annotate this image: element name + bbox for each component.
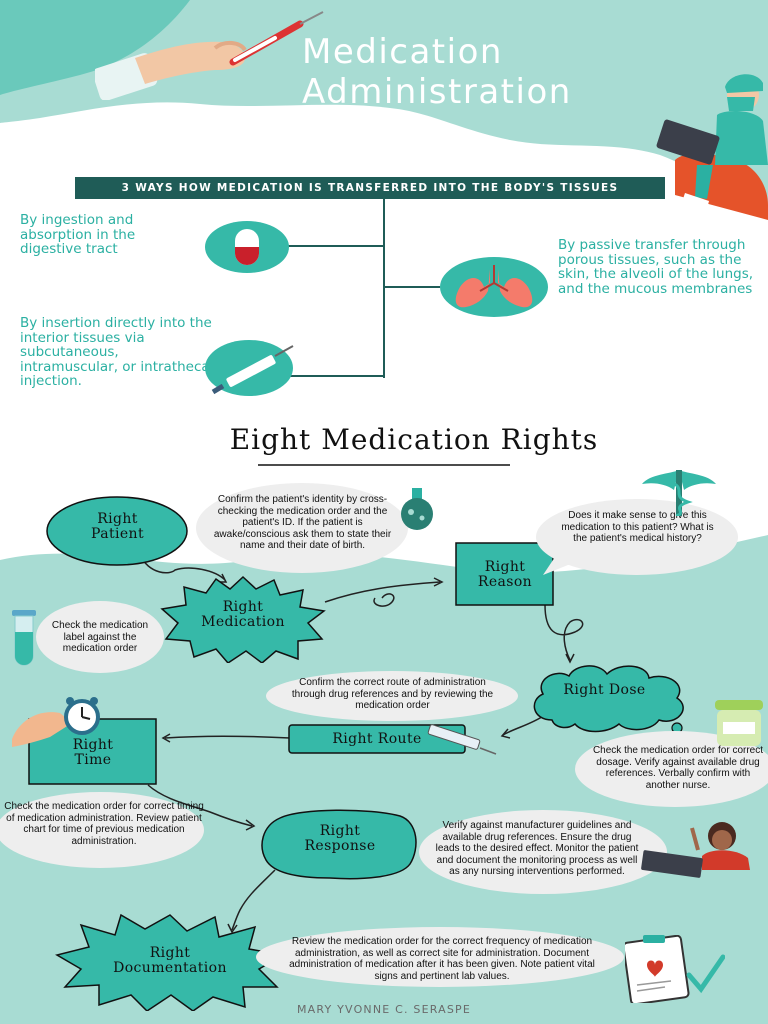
right-documentation-label: Right Documentation — [55, 946, 285, 976]
time-note-bubble — [0, 792, 204, 868]
documentation-note-bubble — [256, 927, 624, 987]
right-route-label: Right Route — [332, 731, 422, 747]
right-response-label: Right Response — [260, 824, 420, 854]
syringe-icon — [205, 340, 294, 396]
test-tube-icon — [12, 610, 36, 666]
title-line-1: Medication — [302, 32, 503, 72]
medication-note: Check the medication label against the m… — [51, 620, 149, 654]
right-reason-line2: Reason — [477, 574, 533, 590]
right-route-shape — [288, 724, 497, 755]
person-laptop-icon — [641, 822, 750, 878]
nurse-laptop-illustration — [656, 74, 768, 220]
right-medication-line1: Right — [222, 599, 264, 615]
right-medication-label: Right Medication — [158, 600, 328, 630]
right-patient-label: Right Patient — [45, 512, 190, 542]
right-response-shape — [261, 809, 417, 880]
dose-note: Check the medication order for correct d… — [592, 745, 764, 791]
patient-note: Confirm the patient's identity by cross-… — [213, 494, 392, 551]
way-insertion-text: By insertion directly into the interior … — [20, 315, 214, 389]
right-documentation-line2: Documentation — [113, 960, 227, 976]
clipboard-heart-icon — [625, 935, 725, 1003]
way-passive-text: By passive transfer through porous tissu… — [558, 237, 754, 297]
right-time-line2: Time — [74, 752, 112, 768]
reason-note: Does it make sense to give this medicati… — [561, 510, 714, 544]
hand-syringe-illustration — [95, 11, 324, 100]
way-ingestion-text: By ingestion and absorption in the diges… — [20, 212, 136, 257]
right-documentation-line1: Right — [149, 945, 191, 961]
rights-title: Eight Medication Rights — [229, 423, 599, 456]
reason-note-bubble — [536, 499, 738, 575]
right-medication-line2: Medication — [201, 614, 285, 630]
patient-note-bubble — [196, 483, 408, 573]
rights-flow-arrows — [139, 554, 584, 934]
right-dose-label: Right Dose — [563, 682, 646, 698]
right-patient-shape — [46, 496, 188, 566]
right-dose-shape — [533, 665, 684, 734]
route-note-bubble — [266, 671, 518, 721]
right-documentation-shape — [55, 913, 285, 1011]
medication-note-bubble — [36, 601, 164, 673]
right-reason-label: Right Reason — [455, 560, 555, 590]
right-response-line2: Response — [304, 838, 376, 854]
ways-connector-lines — [285, 199, 440, 378]
right-time-label: Right Time — [28, 738, 158, 768]
right-response-line1: Right — [319, 823, 361, 839]
pill-icon — [205, 221, 289, 273]
page-title: Medication Administration — [302, 32, 572, 112]
right-time-line1: Right — [72, 737, 114, 753]
right-reason-line1: Right — [484, 559, 526, 575]
title-underline — [258, 464, 510, 466]
ways-banner: 3 WAYS HOW MEDICATION IS TRANSFERRED INT… — [75, 177, 665, 199]
medical-cross-icon — [642, 470, 716, 516]
documentation-note: Review the medication order for the corr… — [289, 936, 595, 982]
title-line-2: Administration — [302, 72, 572, 112]
right-patient-line1: Right — [97, 511, 138, 527]
author-credit: MARY YVONNE C. SERASPE — [296, 1003, 472, 1016]
response-note: Verify against manufacturer guidelines a… — [435, 820, 639, 877]
route-note: Confirm the correct route of administrat… — [291, 677, 494, 711]
response-note-bubble — [419, 810, 667, 894]
dose-note-bubble — [575, 731, 768, 807]
time-note: Check the medication order for correct t… — [4, 801, 204, 847]
right-medication-shape — [160, 575, 326, 663]
flask-icon — [401, 488, 433, 530]
right-patient-line2: Patient — [91, 526, 144, 542]
right-reason-shape — [455, 542, 554, 606]
alarm-clock-icon — [12, 697, 100, 747]
lungs-icon — [440, 257, 548, 317]
medicine-jar-icon — [715, 700, 763, 746]
